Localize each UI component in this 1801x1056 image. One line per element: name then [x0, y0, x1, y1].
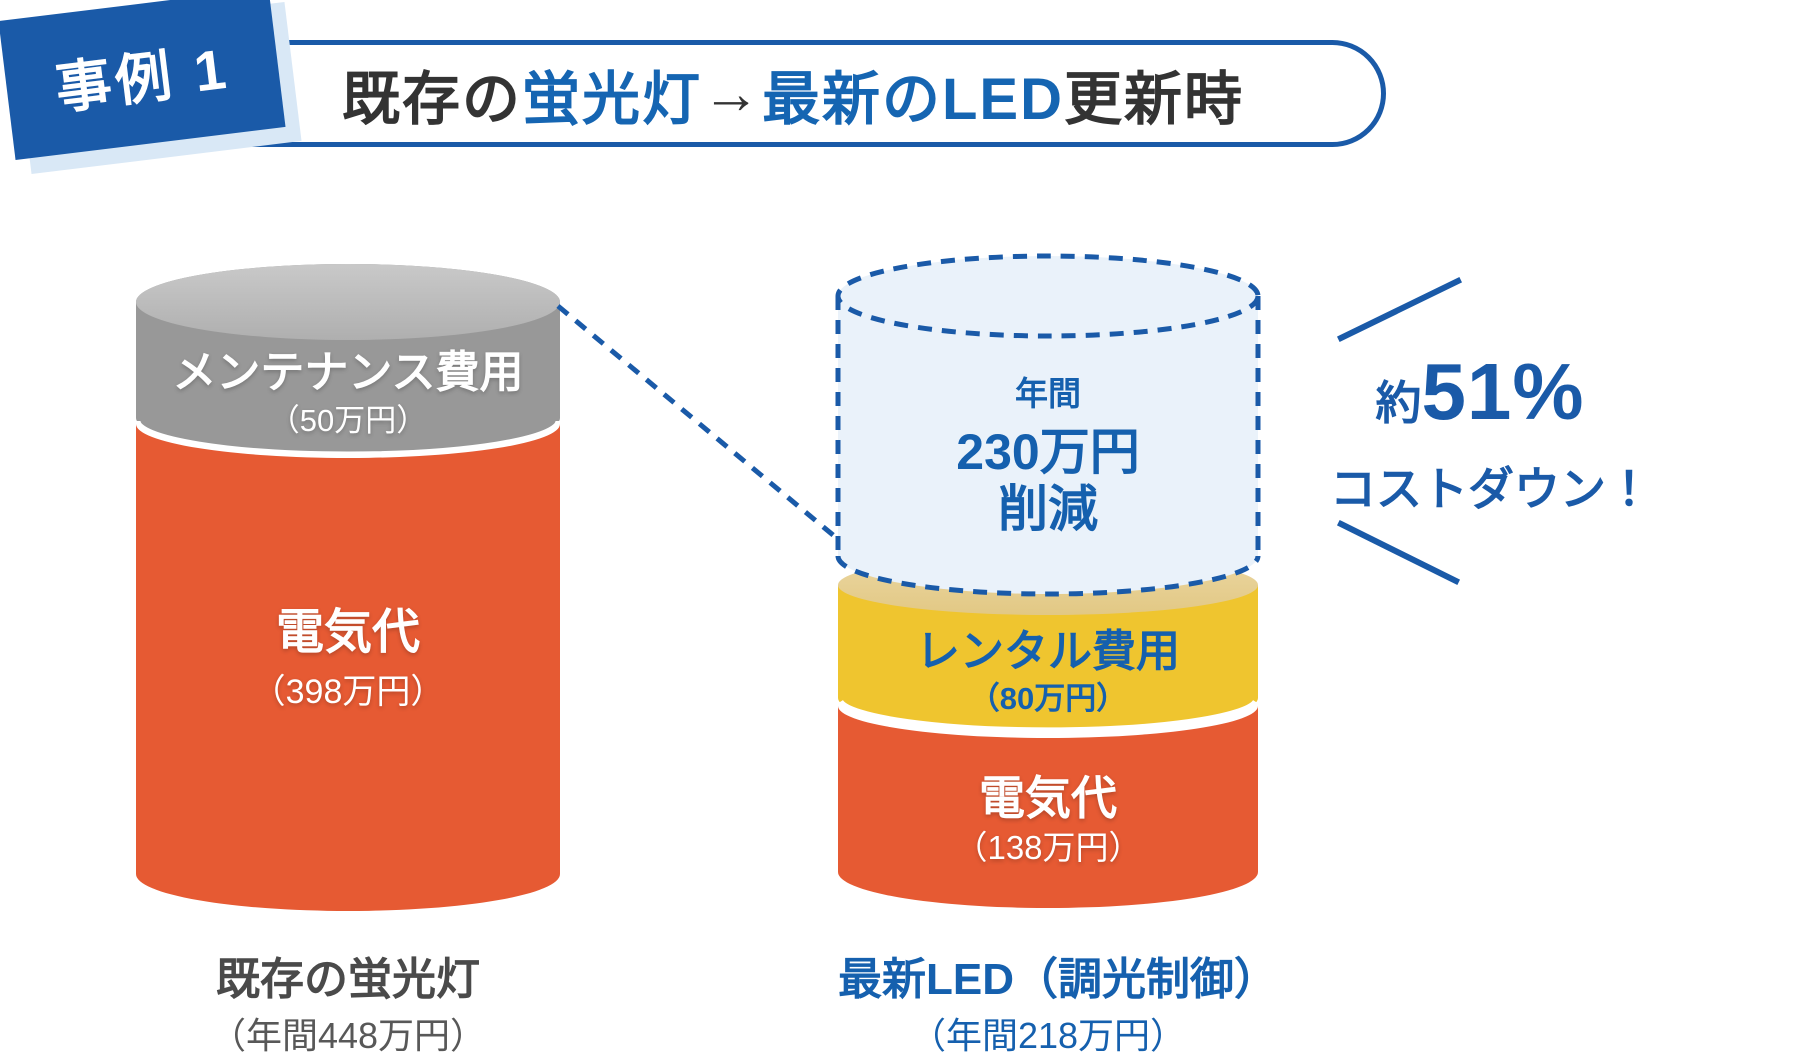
led-annual-total: （年間218万円） — [909, 1015, 1187, 1056]
reduction-ghost-fill — [838, 256, 1258, 594]
page-title: 既存の 蛍光灯 → 最新のLED 更新時 — [120, 40, 1386, 147]
reduction-ghost-bottom-arc — [835, 555, 1261, 597]
cost-down-percent-line: 約51% — [1330, 352, 1630, 455]
emphasis-slash-bottom — [1336, 519, 1461, 586]
rental-cost-value: （80万円） — [968, 681, 1128, 716]
reduction-line3: 削減 — [998, 481, 1098, 537]
cost-down-annotation: 約51% コストダウン！ — [1330, 352, 1652, 516]
fluorescent-electricity-label: 電気代 — [275, 606, 420, 659]
fluorescent-segment-divider — [133, 420, 563, 459]
led-rental-segment — [838, 585, 1258, 730]
fluorescent-annual-total: （年間448万円） — [209, 1015, 487, 1056]
emphasis-slash-top — [1336, 276, 1463, 343]
cost-down-label: コストダウン！ — [1330, 463, 1652, 515]
reduction-line1: 年間 — [1015, 375, 1081, 412]
case-badge-label: 事例 1 — [51, 36, 234, 120]
led-segment-divider — [837, 699, 1259, 735]
maintenance-cost-label: メンテナンス費用 — [172, 348, 524, 397]
fluorescent-caption: 既存の蛍光灯 — [216, 955, 480, 1004]
fluorescent-electricity-value: （398万円） — [251, 673, 445, 711]
reduction-amount: 230万円 — [956, 424, 1140, 480]
fluorescent-cylinder-top — [136, 264, 560, 340]
reduction-connector-line — [556, 304, 841, 542]
led-electricity-value: （138万円） — [954, 829, 1142, 866]
case-badge-wrap: 事例 1 — [0, 0, 302, 175]
arrow-right-glyph: → — [702, 61, 762, 126]
led-electricity-segment — [838, 706, 1258, 908]
percent-value: 51% — [1421, 347, 1585, 436]
led-caption: 最新LED（調光制御） — [838, 955, 1278, 1004]
led-electricity-label: 電気代 — [979, 772, 1117, 824]
title-segment: 蛍光灯 — [521, 66, 702, 132]
title-segment: 最新のLED — [762, 66, 1065, 132]
title-segment: 更新時 — [1064, 66, 1245, 132]
title-segment: 既存の — [341, 66, 522, 132]
maintenance-cost-value: （50万円） — [268, 403, 428, 438]
rental-cost-label: レンタル費用 — [916, 627, 1180, 676]
approx-prefix: 約 — [1375, 377, 1422, 429]
fluorescent-electricity-segment — [136, 424, 560, 911]
